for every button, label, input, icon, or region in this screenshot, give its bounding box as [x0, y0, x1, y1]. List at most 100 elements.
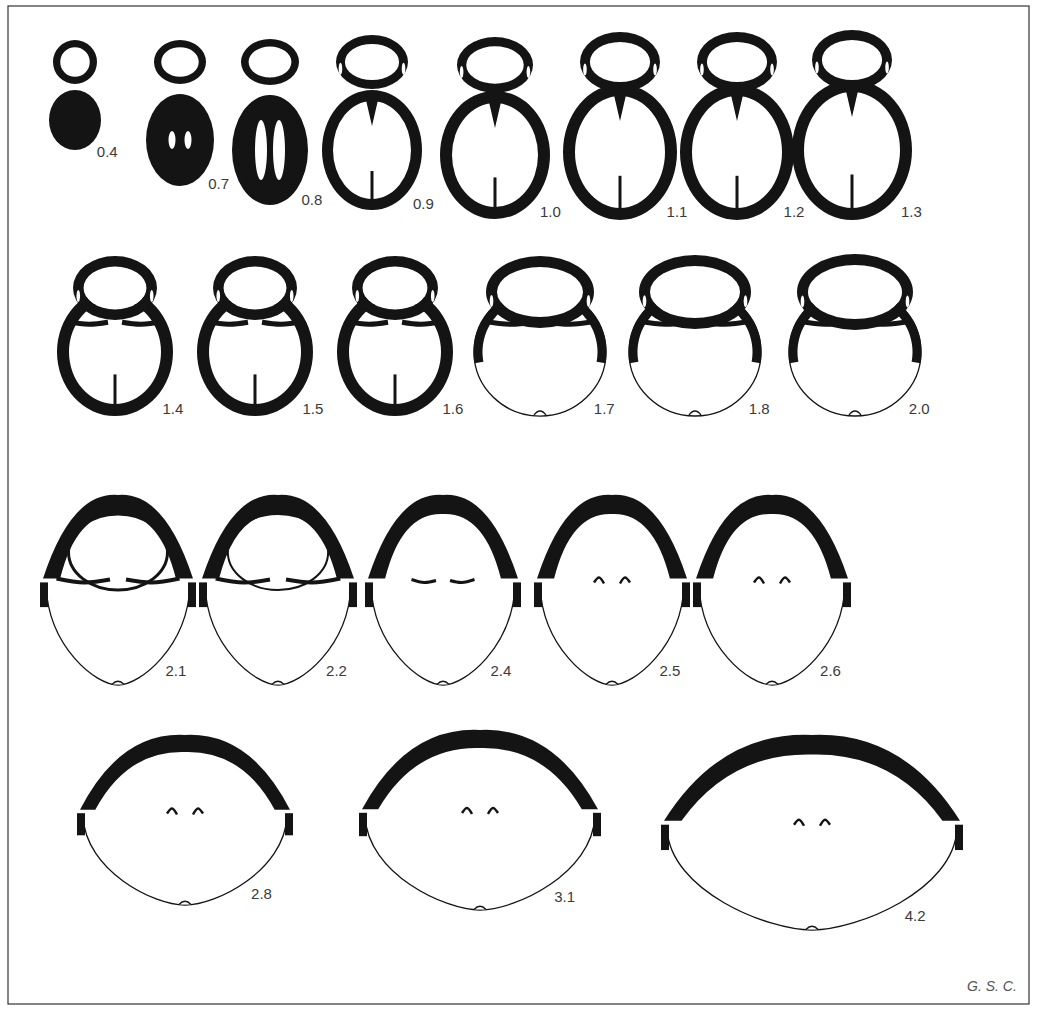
stage-number: 0.7: [207, 175, 230, 192]
lower-section: [232, 95, 308, 205]
ear-mark: [167, 808, 177, 814]
lower-section: [322, 90, 422, 210]
side-plate: [349, 582, 357, 607]
basal-plate: [126, 579, 180, 583]
ear-mark: [462, 808, 472, 814]
section-figure: [693, 495, 851, 685]
upper-section: [697, 32, 777, 92]
lower-outline: [205, 586, 351, 685]
side-plate: [661, 825, 669, 850]
notch: [806, 926, 818, 929]
side-plate: [40, 582, 48, 607]
ear-mark: [450, 580, 475, 583]
side-plate: [199, 582, 207, 607]
slit: [76, 290, 80, 302]
cavity: [249, 47, 292, 78]
notch: [272, 681, 284, 684]
lower-section: [49, 90, 101, 150]
section-figure: [789, 254, 921, 416]
stage-number: 2.8: [250, 885, 273, 902]
vault-arch: [696, 495, 848, 579]
lower-section: [792, 80, 912, 220]
cavity: [363, 267, 428, 310]
stage-number: 2.6: [819, 662, 842, 679]
section-figure: [232, 39, 308, 205]
upper-section: [213, 256, 297, 320]
stage-number: 3.1: [553, 888, 576, 905]
side-plate: [513, 582, 521, 607]
side-plate: [682, 582, 690, 607]
lower-outline: [699, 586, 845, 685]
lower-section: [440, 91, 550, 219]
midline: [736, 176, 739, 209]
basal-plate: [262, 321, 304, 324]
upper-section: [336, 35, 408, 89]
ear-mark: [412, 580, 437, 583]
side-plate: [534, 582, 542, 607]
slit: [460, 66, 464, 78]
upper-section: [53, 40, 97, 84]
slit: [653, 63, 657, 75]
notch: [849, 411, 861, 415]
section-figure: [49, 40, 101, 150]
basal-plate: [66, 321, 108, 324]
slit: [431, 290, 435, 302]
slit: [815, 62, 819, 74]
septum: [731, 95, 743, 121]
upper-section: [352, 256, 438, 320]
stage-number: 2.2: [325, 662, 348, 679]
lower-outline: [83, 817, 287, 905]
cavity: [650, 266, 740, 318]
basal-plate: [122, 321, 164, 324]
section-figure: [629, 255, 761, 416]
notch: [766, 681, 778, 684]
cavity: [161, 47, 198, 77]
slit: [744, 295, 748, 307]
lower-section: [563, 84, 677, 220]
upper-section: [486, 256, 594, 328]
stage-number: 2.4: [490, 662, 513, 679]
slit: [216, 290, 220, 302]
section-figure: [792, 30, 912, 220]
section-figure: [40, 495, 196, 685]
side-plate: [77, 813, 85, 835]
notch: [534, 411, 546, 415]
vault-arch: [368, 495, 518, 579]
cavity: [84, 267, 147, 310]
stage-number: 1.6: [441, 400, 464, 417]
stage-number: 1.5: [301, 400, 324, 417]
vault-arch: [43, 495, 193, 579]
stage-number: 1.4: [161, 400, 184, 417]
slit: [490, 295, 494, 307]
side-plate: [359, 813, 367, 836]
slit: [700, 63, 704, 75]
ear-mark: [780, 577, 790, 583]
side-plate: [955, 825, 963, 850]
stage-number: 1.1: [666, 203, 689, 220]
section-figure: [440, 37, 550, 219]
section-figure: [661, 735, 963, 930]
side-plate: [843, 582, 851, 607]
vault-arch: [362, 730, 598, 809]
side-plate: [593, 813, 601, 836]
stage-number: 2.1: [165, 662, 188, 679]
cavity: [822, 40, 882, 80]
lower-outline: [46, 586, 190, 685]
cavity: [590, 42, 650, 82]
notch: [112, 681, 124, 684]
septum: [846, 91, 858, 117]
slit: [801, 295, 805, 307]
lower-outline: [540, 586, 684, 685]
midline: [394, 374, 397, 405]
stage-number: 4.2: [904, 907, 927, 924]
upper-section: [457, 37, 533, 93]
slit: [339, 63, 343, 75]
stage-number: 0.8: [300, 191, 323, 208]
slit: [643, 295, 647, 307]
slit: [885, 62, 889, 74]
notch: [437, 681, 449, 684]
cavity: [707, 42, 767, 82]
side-plate: [693, 582, 701, 607]
section-figure: [322, 35, 422, 210]
